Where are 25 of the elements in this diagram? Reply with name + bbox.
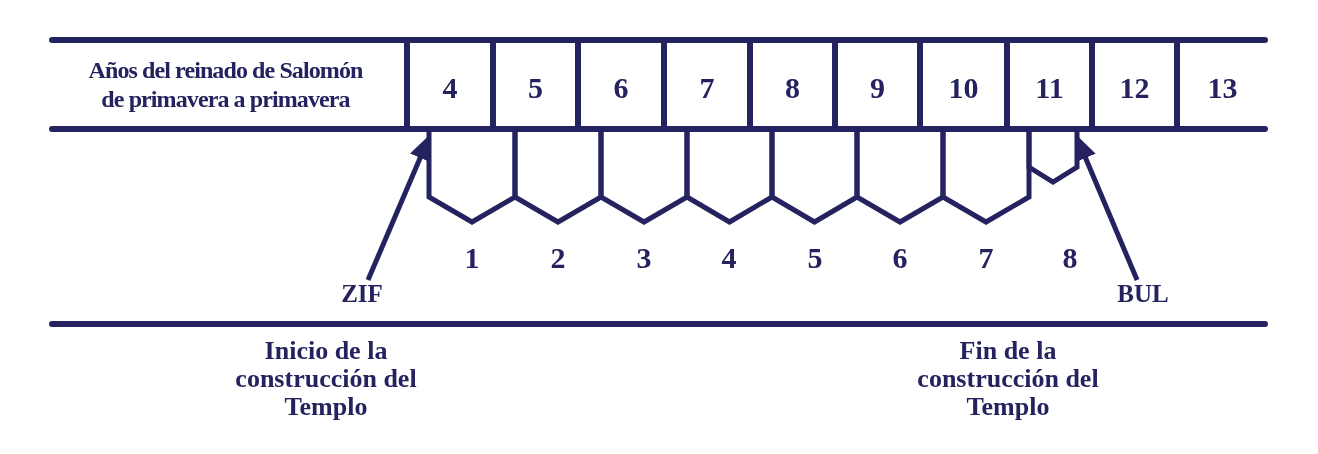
month-name: BUL [1117, 280, 1169, 308]
year-cell: 9 [838, 40, 923, 129]
year-cell: 12 [1095, 40, 1180, 129]
year-cell: 4 [410, 40, 496, 129]
construction-year-number: 4 [721, 242, 737, 274]
year-cell: 10 [923, 40, 1010, 129]
construction-year-number: 8 [1062, 242, 1078, 274]
bracket [940, 129, 1032, 225]
year-cell: 7 [667, 40, 753, 129]
bracket [1026, 129, 1080, 185]
month-name: ZIF [341, 280, 383, 308]
year-cell: 8 [753, 40, 838, 129]
construction-year-number: 7 [978, 242, 994, 274]
year-cell-text: 13 [1206, 69, 1239, 106]
construction-year-number: 1 [464, 242, 480, 274]
construction-year-number: 3 [636, 242, 652, 274]
caption-text: Fin de la construcción del Templo [916, 337, 1100, 421]
header-cell: Años del reinado de Salomón de primavera a primavera [52, 40, 410, 129]
construction-year-number: 2 [550, 242, 566, 274]
caption-text: Inicio de la construcción del Templo [234, 337, 418, 421]
year-cell: 5 [496, 40, 581, 129]
year-cell: 11 [1010, 40, 1095, 129]
year-cell: 6 [581, 40, 667, 129]
construction-year-number: 5 [807, 242, 823, 274]
construction-year-number: 6 [892, 242, 908, 274]
